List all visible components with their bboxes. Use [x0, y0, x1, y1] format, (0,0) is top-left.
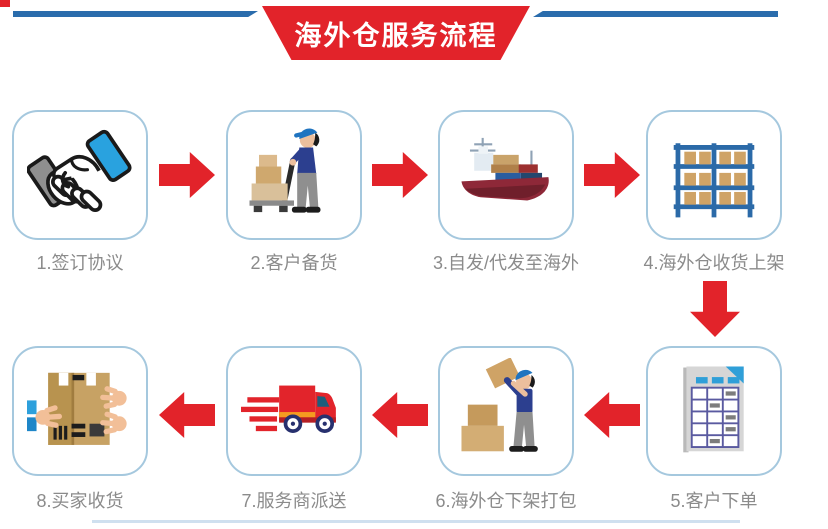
delivery-truck-icon	[241, 385, 336, 433]
step-box-2	[226, 110, 362, 240]
worker-packing-icon	[461, 358, 538, 452]
step-label-2: 2.客户备货	[250, 253, 338, 273]
step-box-1	[12, 110, 148, 240]
title-banner: 海外仓服务流程	[262, 6, 530, 60]
arrow-right-step1-step2-icon	[159, 152, 215, 198]
arrow-left-step7-step8-icon	[159, 392, 215, 438]
step-box-5	[646, 346, 782, 476]
step-box-7	[226, 346, 362, 476]
header-line-left	[13, 11, 258, 17]
step-box-8	[12, 346, 148, 476]
page-title: 海外仓服务流程	[294, 20, 498, 51]
arrow-left-step5-step6-icon	[584, 392, 640, 438]
step-label-3: 3.自发/代发至海外	[432, 253, 579, 273]
step-box-4	[646, 110, 782, 240]
corner-red-mark	[0, 0, 10, 7]
bottom-divider-line	[92, 520, 740, 523]
warehouse-shelf-icon	[673, 143, 755, 218]
arrow-left-step6-step7-icon	[372, 392, 428, 438]
step-label-7: 7.服务商派送	[241, 491, 347, 511]
order-form-icon	[683, 366, 744, 453]
step-label-4: 4.海外仓收货上架	[643, 253, 785, 273]
handshake-icon	[27, 129, 132, 213]
step-label-8: 8.买家收货	[36, 491, 124, 511]
step-box-6	[438, 346, 574, 476]
cargo-ship-icon	[461, 137, 549, 201]
worker-cart-icon	[249, 128, 321, 213]
header-line-right	[533, 11, 778, 17]
step-box-3	[438, 110, 574, 240]
receiving-hands-icon	[27, 372, 127, 445]
step-label-5: 5.客户下单	[670, 491, 758, 511]
arrow-right-step2-step3-icon	[372, 152, 428, 198]
arrow-down-step4-step5-icon	[690, 281, 740, 337]
step-label-1: 1.签订协议	[36, 253, 124, 273]
step-label-6: 6.海外仓下架打包	[435, 491, 577, 511]
arrow-right-step3-step4-icon	[584, 152, 640, 198]
